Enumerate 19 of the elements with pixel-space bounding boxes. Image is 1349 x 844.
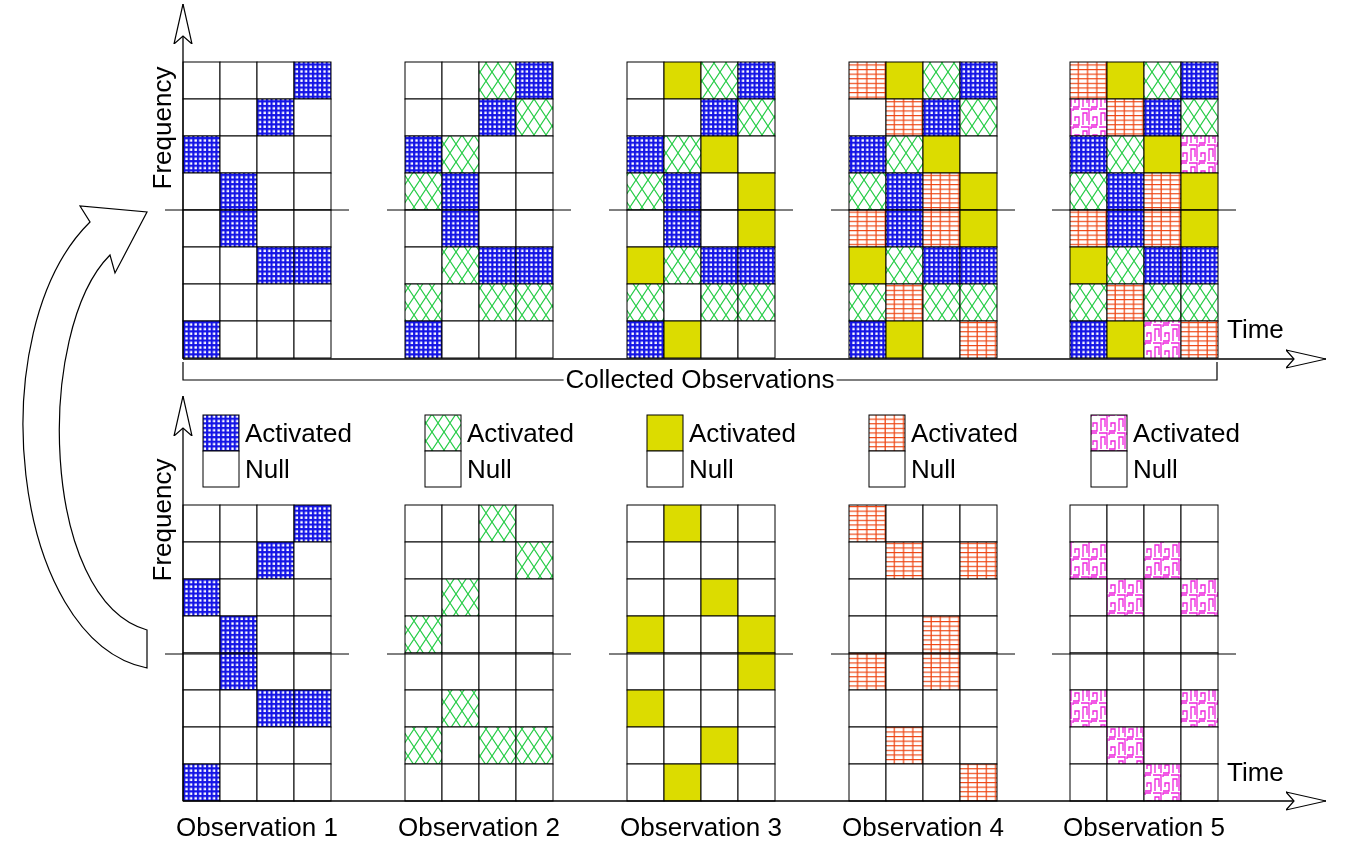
legend-label: Null bbox=[1133, 454, 1178, 484]
panel-caption: Observation 3 bbox=[620, 812, 782, 842]
axis-title: Frequency bbox=[147, 66, 177, 190]
legend-label: Null bbox=[689, 454, 734, 484]
panel-caption: Observation 5 bbox=[1063, 812, 1225, 842]
panel-caption: Observation 2 bbox=[398, 812, 560, 842]
panel-caption: Observation 4 bbox=[842, 812, 1004, 842]
legend-label: Activated bbox=[1133, 418, 1240, 448]
panel-caption: Observation 1 bbox=[176, 812, 338, 842]
legend-label: Null bbox=[911, 454, 956, 484]
legend-label: Activated bbox=[689, 418, 796, 448]
axis-title: Time bbox=[1227, 314, 1284, 344]
legend-label: Activated bbox=[467, 418, 574, 448]
axis-title: Time bbox=[1227, 757, 1284, 787]
legend-label: Activated bbox=[245, 418, 352, 448]
legend-label: Null bbox=[467, 454, 512, 484]
legend-label: Activated bbox=[911, 418, 1018, 448]
legend-label: Null bbox=[245, 454, 290, 484]
axis-title: Frequency bbox=[147, 458, 177, 582]
